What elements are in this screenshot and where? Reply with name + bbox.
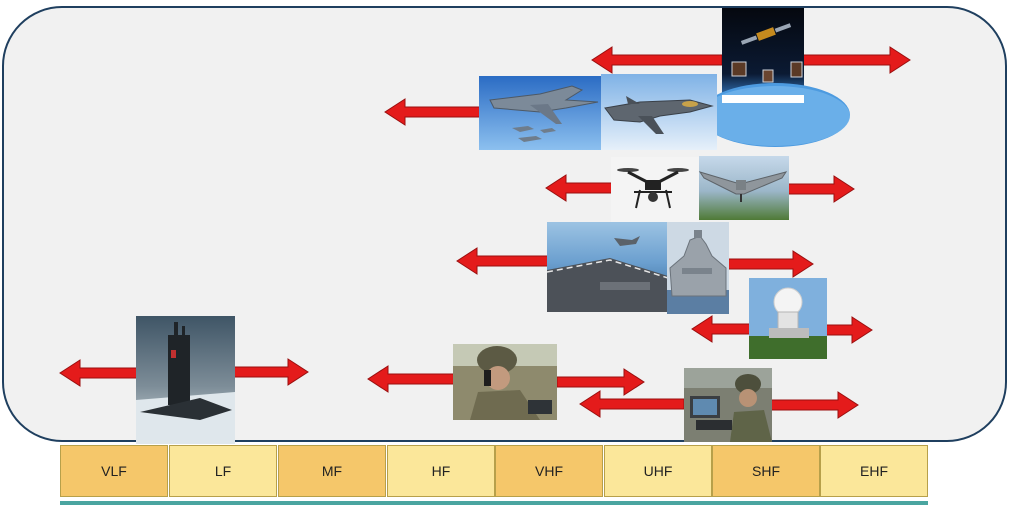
uav-photo [698,156,789,220]
warship-photo [667,222,729,314]
arrow-left-fighter-jet [384,98,483,126]
band-hf: HF [387,445,495,497]
submarine-photo [136,316,235,444]
band-shf: SHF [712,445,820,497]
arrow-left-radar [691,315,751,343]
frequency-band-strip: VLF LF MF HF VHF UHF SHF EHF [60,445,928,505]
arrows [59,46,911,419]
carrier-photo [546,222,669,312]
band-base-strip [60,501,928,505]
satellite-photo [700,8,850,147]
quadcopter-photo [611,157,699,222]
band-uhf: UHF [604,445,712,497]
stealth-fighter-photo [601,74,717,150]
band-vhf: VHF [495,445,603,497]
band-ehf: EHF [820,445,928,497]
arrow-left-quadcopter [545,174,613,202]
arrow-right-soldier-radio [556,368,645,396]
arrow-left-submarine [59,359,138,387]
arrow-right-destroyer [727,250,814,278]
radar-dome-photo [749,278,827,359]
arrow-right-submarine [233,358,309,386]
fighter-jet-photo [479,76,601,150]
arrow-right-fixed-wing-drone [786,175,855,203]
arrow-left-satellite [591,46,723,74]
arrow-left-carrier [456,247,549,275]
arrow-right-soldier-terminal [769,391,859,419]
soldier-phone-photo [453,344,557,420]
band-lf: LF [169,445,277,497]
band-vlf: VLF [60,445,168,497]
soldier-laptop-photo [684,368,772,442]
band-mf: MF [278,445,386,497]
arrow-right-satellite [799,46,911,74]
arrow-left-soldier-terminal [579,390,685,418]
arrow-left-soldier-radio [367,365,456,393]
arrow-right-radar [824,316,873,344]
